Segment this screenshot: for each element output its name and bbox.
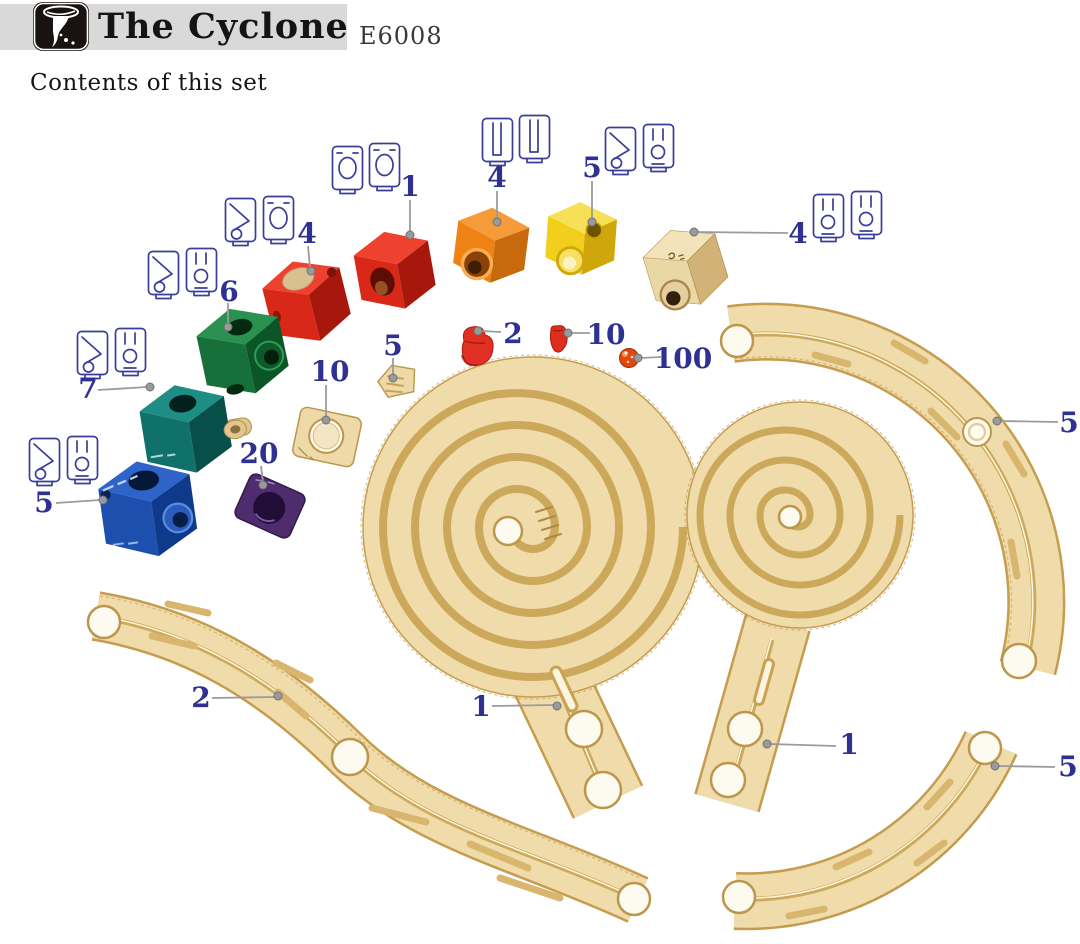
- product-code: E6008: [359, 22, 443, 50]
- crosssection-icon: [147, 250, 180, 300]
- qty-label: 2: [191, 681, 210, 714]
- crosssection-icon: [518, 114, 551, 164]
- qty-label: 10: [311, 355, 350, 388]
- small-insert-red: [549, 325, 568, 353]
- contents-heading: Contents of this set: [30, 70, 268, 96]
- crosssection-icon: [28, 437, 61, 487]
- qty-label: 20: [240, 437, 279, 470]
- step-wedge-natural: [377, 364, 416, 399]
- marble: [619, 348, 639, 368]
- qty-label: 1: [471, 690, 490, 723]
- switch-cube-yellow: [545, 202, 617, 276]
- crosssection-icon: [114, 327, 147, 377]
- quarter-rail-upper-right: [719, 302, 1066, 680]
- brand-tornado-icon: [33, 2, 89, 51]
- quantity-labels: 1 4 5 4 4 6 7 5 10 20 5 2 10 100 5 1 1 5…: [34, 151, 1078, 783]
- qty-label: 5: [383, 329, 402, 362]
- crosssection-icon: [481, 117, 514, 167]
- leader-lines: [55, 181, 1059, 771]
- qty-label: 4: [297, 217, 316, 250]
- crosssection-icon: [331, 145, 364, 195]
- qty-label: 5: [34, 486, 53, 519]
- twin-exit-cube-teal: [139, 385, 252, 473]
- qty-label: 2: [503, 317, 522, 350]
- curved-tunnel-cube-red: [353, 231, 436, 309]
- s-curve-rail: [86, 591, 652, 923]
- qty-label: 1: [400, 170, 419, 203]
- qty-label: 5: [1059, 406, 1078, 439]
- qty-label: 7: [78, 372, 97, 405]
- crosssection-icon: [604, 126, 637, 176]
- spacer-ring-natural: [292, 406, 362, 468]
- crosssection-icon: [66, 435, 99, 485]
- quarter-rail-lower-right: [721, 730, 1018, 931]
- qty-label: 5: [582, 151, 601, 184]
- page-title: The Cyclone: [98, 6, 349, 47]
- crosssection-icon: [642, 123, 675, 173]
- crosssection-icon: [185, 247, 218, 297]
- crosssection-icon: [850, 190, 883, 240]
- crosssection-icon: [224, 197, 257, 247]
- spacer-ring-purple: [234, 473, 306, 539]
- twin-exit-cube-blue: [98, 461, 198, 557]
- twin-exit-cube-green: [196, 308, 289, 395]
- qty-label: 4: [788, 217, 807, 250]
- spiral-track-small: [684, 399, 916, 813]
- spiral-track-large: [360, 354, 706, 819]
- crosssection-icon: [262, 195, 295, 245]
- straight-tunnel-cube-orange: [453, 207, 530, 283]
- qty-label: 4: [487, 161, 506, 194]
- qty-label: 6: [219, 275, 238, 308]
- qty-label: 100: [654, 342, 712, 375]
- tunnel-cube-natural: [642, 230, 729, 311]
- crosssection-icon: [368, 142, 401, 192]
- qty-label: 1: [839, 728, 858, 761]
- qty-label: 5: [1058, 750, 1077, 783]
- curve-insert-red: [461, 326, 494, 367]
- qty-label: 10: [587, 318, 626, 351]
- crosssection-icon: [812, 193, 845, 243]
